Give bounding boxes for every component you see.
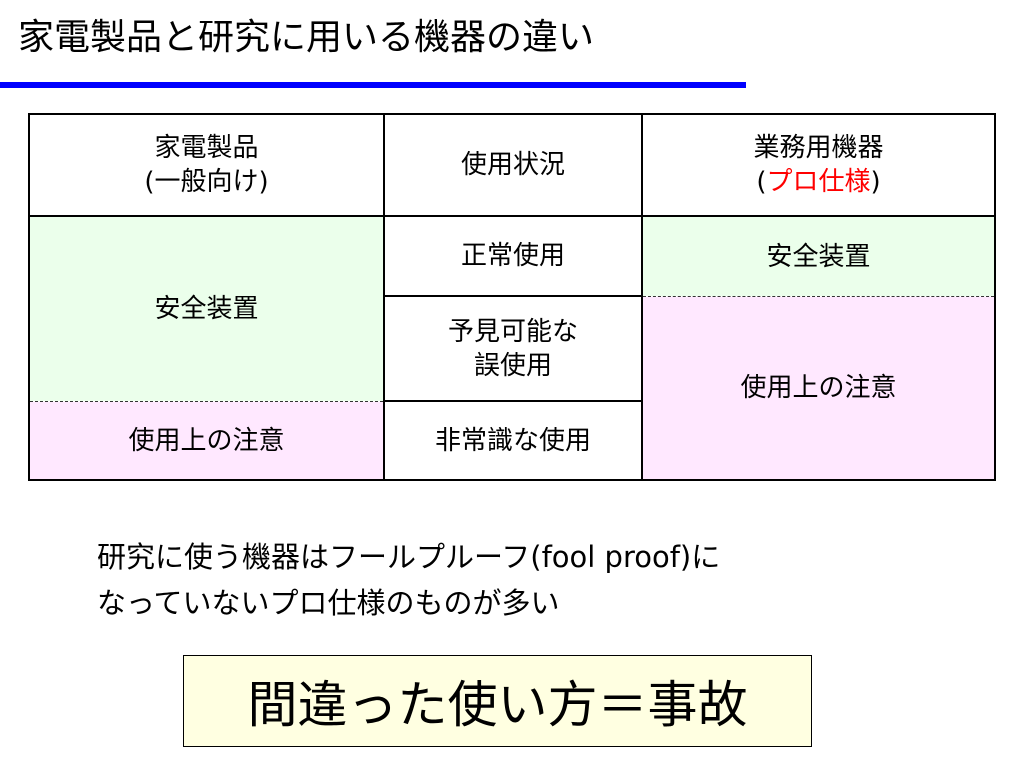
- header-situation: 使用状況: [460, 150, 565, 180]
- pro-spec-highlight: プロ仕様: [766, 167, 871, 197]
- header-pro: 業務用機器 (プロ仕様): [643, 115, 994, 215]
- conclusion-box: 間違った使い方＝事故: [183, 655, 812, 747]
- pro-safety-cell: 安全装置: [643, 217, 994, 296]
- consumer-caution-cell: 使用上の注意: [30, 402, 383, 479]
- column-divider-right: [641, 115, 643, 479]
- note-text: 研究に使う機器はフールプルーフ(fool proof)に なっていないプロ仕様の…: [97, 534, 720, 626]
- situation-normal: 正常使用: [460, 241, 565, 271]
- pro-dashed-divider: [643, 296, 994, 297]
- consumer-dashed-divider: [30, 401, 383, 402]
- comparison-table: 家電製品 (一般向け) 使用状況 業務用機器 (プロ仕様) 安全装置 使用上の注…: [28, 113, 996, 481]
- header-divider: [30, 215, 994, 217]
- header-consumer: 家電製品 (一般向け): [30, 115, 383, 215]
- situation-divider-2: [385, 400, 641, 402]
- slide-title: 家電製品と研究に用いる機器の違い: [18, 17, 595, 58]
- header-consumer-line2: (一般向け): [144, 167, 269, 197]
- header-pro-line1: 業務用機器: [753, 133, 884, 163]
- note-line-1: 研究に使う機器はフールプルーフ(fool proof)に: [97, 540, 721, 574]
- situation-abnormal: 非常識な使用: [434, 425, 591, 456]
- header-pro-line2: (プロ仕様): [756, 167, 881, 197]
- column-divider-left: [383, 115, 385, 479]
- conclusion-text: 間違った使い方＝事故: [247, 676, 748, 734]
- consumer-safety-cell: 安全装置: [30, 217, 383, 401]
- title-underline: [0, 82, 746, 88]
- note-line-2: なっていないプロ仕様のものが多い: [97, 586, 560, 620]
- header-consumer-line1: 家電製品: [154, 133, 259, 163]
- situation-divider-1: [385, 295, 641, 297]
- situation-foreseeable-misuse: 予見可能な 誤使用: [447, 316, 578, 381]
- pro-caution-cell: 使用上の注意: [643, 297, 994, 479]
